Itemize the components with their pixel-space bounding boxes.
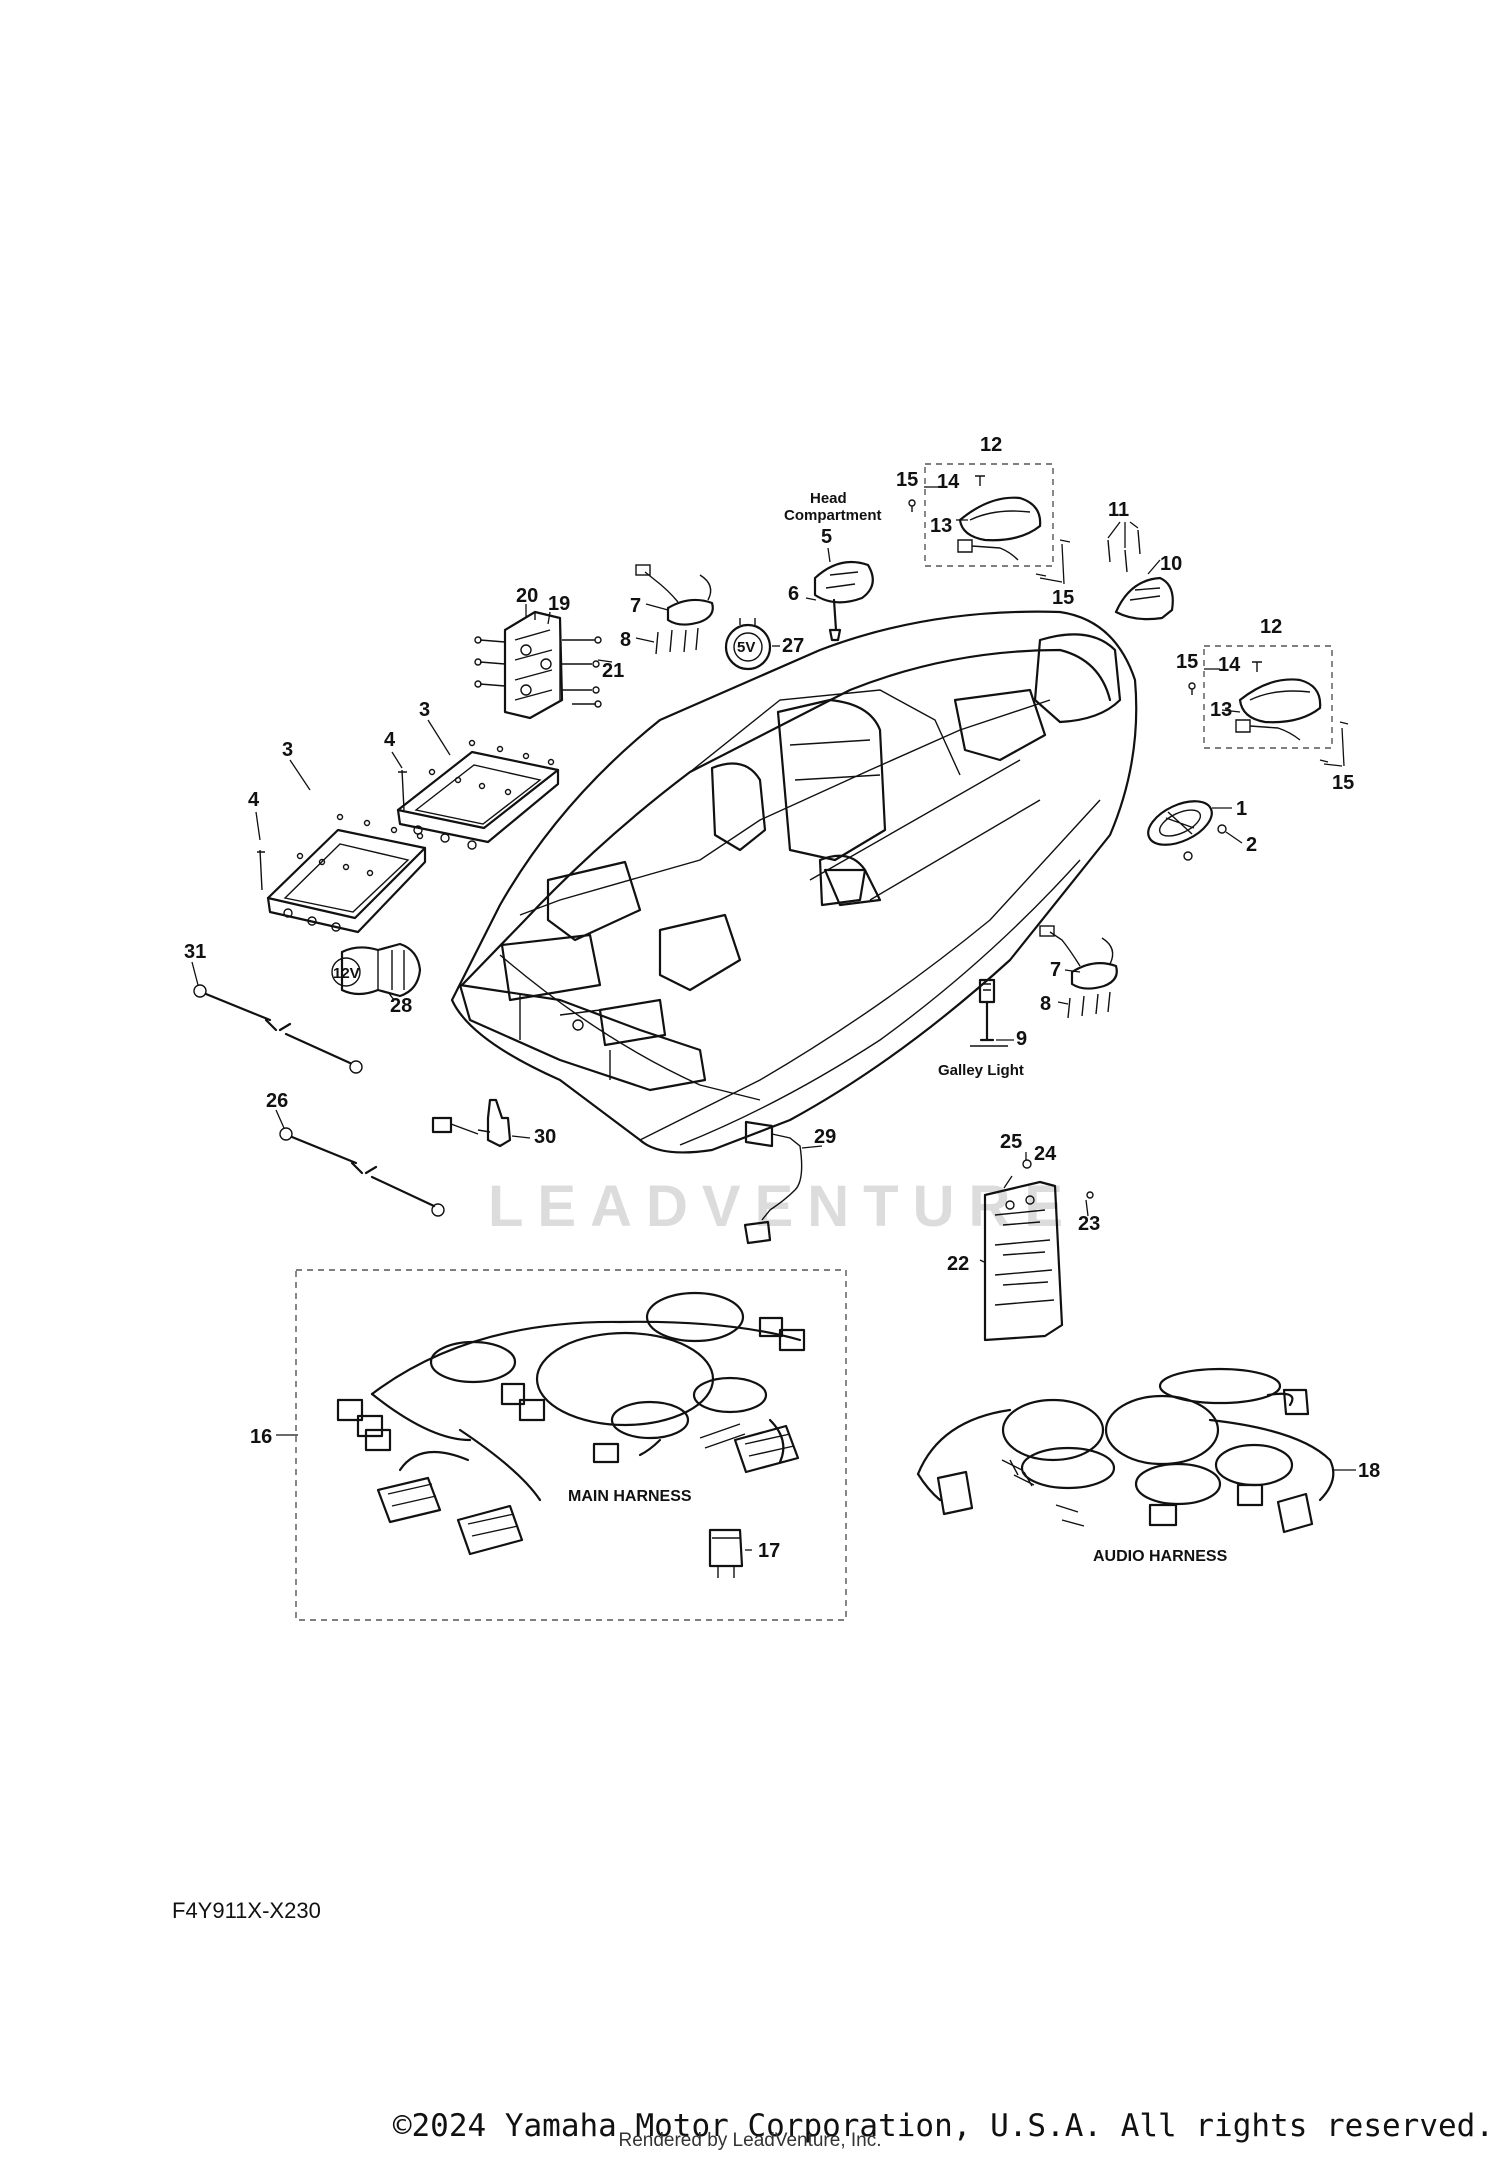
boat-hull: [450, 610, 1138, 1154]
callout-14a: 14: [937, 471, 960, 493]
usb-marking: 5V: [737, 639, 755, 656]
usb-charger: [724, 618, 780, 671]
callout-26: 26: [266, 1090, 288, 1112]
bow-light-upper: [924, 475, 1071, 585]
callout-28: 28: [390, 995, 412, 1017]
caption-compartment: Compartment: [784, 507, 882, 524]
callout-15d: 15: [1332, 772, 1354, 794]
drawing-code: F4Y911X-X230: [172, 1898, 321, 1923]
callout-10: 10: [1160, 553, 1182, 575]
assy-box-upper: [924, 463, 1054, 567]
callout-21: 21: [602, 660, 624, 682]
callout-17: 17: [758, 1540, 780, 1562]
callout-27: 27: [782, 635, 804, 657]
callout-22: 22: [947, 1253, 969, 1275]
callout-12b: 12: [1260, 616, 1282, 638]
callout-11: 11: [1108, 499, 1129, 521]
callout-15a: 15: [896, 469, 918, 491]
callout-30: 30: [534, 1126, 556, 1148]
courtesy-light-upper: [635, 564, 714, 655]
callout-13b: 13: [1210, 699, 1232, 721]
callout-3b: 3: [419, 699, 430, 721]
callout-13a: 13: [930, 515, 952, 537]
callout-23: 23: [1078, 1213, 1100, 1235]
sensor-30: [431, 1098, 531, 1148]
cable-31: [191, 961, 363, 1074]
callout-16: 16: [250, 1426, 272, 1448]
assy-box-right: [1203, 645, 1333, 749]
galley-light: [970, 978, 1014, 1047]
cable-26: [275, 1109, 445, 1217]
callout-15b: 15: [1052, 587, 1074, 609]
callout-7a: 7: [630, 595, 641, 617]
callout-8a: 8: [620, 629, 631, 651]
callout-24: 24: [1034, 1143, 1057, 1165]
callout-25: 25: [1000, 1131, 1022, 1153]
storage-tray-left: [257, 813, 427, 934]
copyright-notice: ©2024 Yamaha Motor Corporation, U.S.A. A…: [392, 2108, 1494, 2144]
callout-18: 18: [1358, 1460, 1380, 1482]
callout-6: 6: [788, 583, 799, 605]
callout-4a: 4: [248, 789, 260, 811]
storage-tray-right: [396, 739, 560, 850]
caption-audio-harness: AUDIO HARNESS: [1093, 1548, 1228, 1565]
callout-20: 20: [516, 585, 538, 607]
callout-1: 1: [1236, 798, 1247, 820]
callout-3a: 3: [282, 739, 293, 761]
audio-harness: [916, 1367, 1356, 1534]
watermark: LEADVENTURE: [488, 1174, 1077, 1239]
bow-light-right: [1204, 661, 1349, 767]
callout-12a: 12: [980, 434, 1002, 456]
head-compartment-light: [805, 547, 874, 642]
callout-7b: 7: [1050, 959, 1061, 981]
courtesy-light-lower: [1039, 925, 1118, 1019]
callout-19: 19: [548, 593, 570, 615]
speaker-part: [1147, 800, 1243, 861]
callout-29: 29: [814, 1126, 836, 1148]
connector-29: [743, 1120, 823, 1245]
callout-8b: 8: [1040, 993, 1051, 1015]
callout-15c: 15: [1176, 651, 1198, 673]
callout-2: 2: [1246, 834, 1257, 856]
rendered-by-note: Rendered by LeadVenture, Inc.: [618, 2130, 882, 2151]
power-outlet: [331, 942, 422, 1001]
main-harness: [276, 1291, 806, 1578]
callout-31: 31: [184, 941, 206, 963]
main-harness-box: [295, 1269, 847, 1621]
caption-galley-light: Galley Light: [938, 1062, 1024, 1079]
vent-cover: [1107, 521, 1174, 621]
switch-panel: [474, 604, 613, 720]
callout-5: 5: [821, 526, 832, 548]
callout-4b: 4: [384, 729, 396, 751]
callout-14b: 14: [1218, 654, 1241, 676]
caption-main-harness: MAIN HARNESS: [568, 1488, 692, 1505]
outlet-marking: 12V: [333, 965, 360, 982]
callout-9: 9: [1016, 1028, 1027, 1050]
caption-head: Head: [810, 490, 847, 507]
fuse-box: [979, 1152, 1094, 1342]
